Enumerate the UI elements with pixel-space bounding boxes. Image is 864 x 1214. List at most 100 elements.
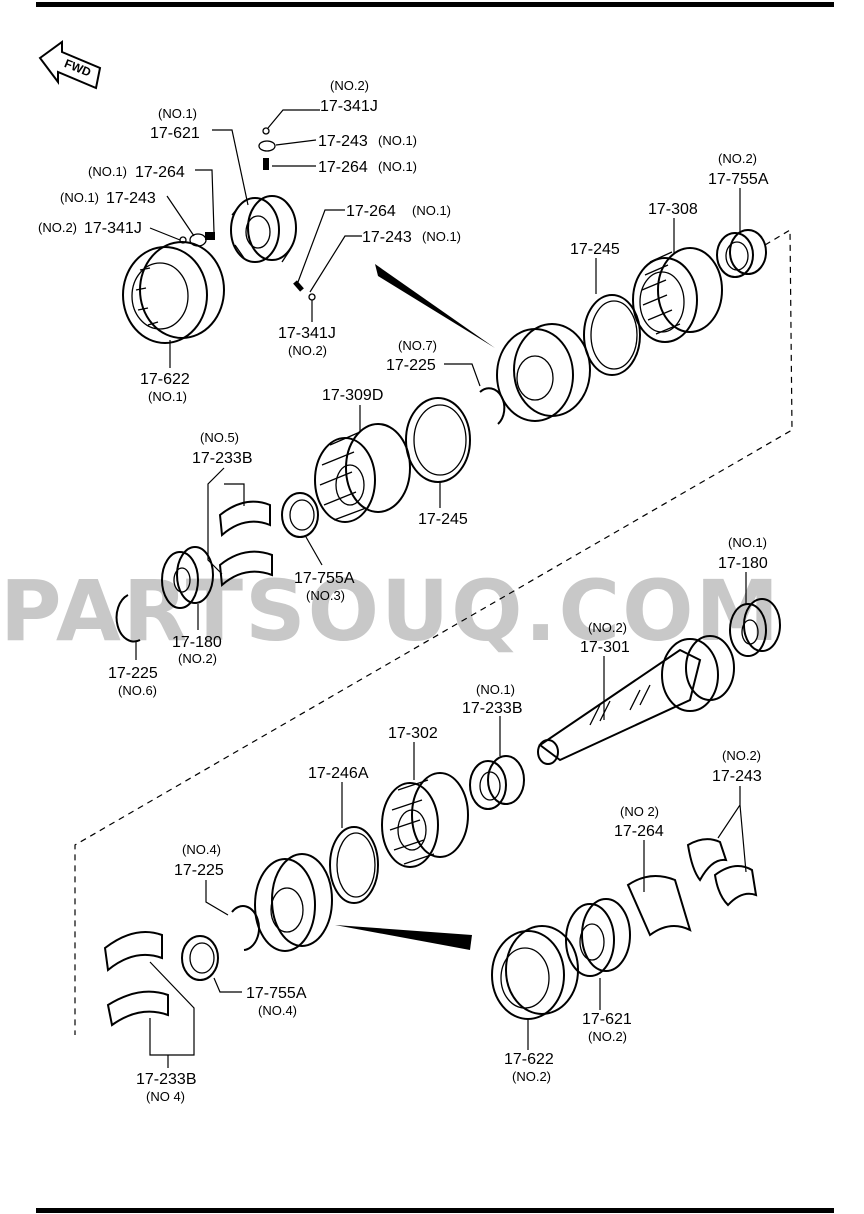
svg-text:17-225: 17-225 [174, 862, 224, 879]
fwd-arrow-icon: FWD [38, 40, 102, 90]
svg-text:17-309D: 17-309D [322, 387, 383, 404]
part-17-245-top [583, 294, 641, 376]
svg-text:(NO.1): (NO.1) [378, 159, 417, 174]
svg-text:17-264: 17-264 [346, 203, 396, 220]
svg-text:(NO.3): (NO.3) [306, 588, 345, 603]
label-17-246a: 17-246A [308, 765, 369, 782]
svg-text:17-243: 17-243 [362, 229, 412, 246]
svg-text:17-180: 17-180 [718, 555, 768, 572]
svg-text:(NO.7): (NO.7) [398, 338, 437, 353]
svg-text:17-621: 17-621 [582, 1011, 632, 1028]
part-17-233b-no1 [469, 755, 525, 810]
label-17-302: 17-302 [388, 725, 438, 742]
label-17-341j-no2-left: (NO.2) 17-341J [38, 220, 142, 237]
svg-text:17-341J: 17-341J [84, 220, 142, 237]
part-17-621-no2 [565, 898, 631, 977]
part-17-225-no7 [479, 387, 506, 425]
svg-text:(NO.2): (NO.2) [38, 220, 77, 235]
label-17-225-no6: 17-225 (NO.6) [108, 665, 158, 698]
part-17-225-no6 [115, 594, 141, 643]
svg-text:17-341J: 17-341J [278, 325, 336, 342]
part-17-302 [381, 772, 469, 868]
svg-text:17-264: 17-264 [135, 164, 185, 181]
svg-text:17-245: 17-245 [418, 511, 468, 528]
leader-lines [135, 109, 747, 1068]
part-17-309d [314, 423, 411, 523]
svg-text:(NO.6): (NO.6) [118, 683, 157, 698]
label-17-245-top: 17-245 [570, 241, 620, 258]
svg-text:17-755A: 17-755A [246, 985, 307, 1002]
label-17-243-no1-mid: 17-243 (NO.1) [362, 229, 461, 246]
wedge-arrow-top [375, 264, 495, 348]
label-17-245-mid: 17-245 [418, 511, 468, 528]
part-synchro-sleeve-mid [496, 323, 591, 422]
part-17-621-no1 [230, 195, 297, 263]
small-parts-top [179, 127, 316, 301]
label-17-341j-no2-top: (NO.2) 17-341J [320, 78, 378, 115]
part-17-225-no4 [231, 905, 260, 951]
svg-text:(NO.2): (NO.2) [588, 1029, 627, 1044]
svg-text:17-180: 17-180 [172, 634, 222, 651]
svg-text:(NO.2): (NO.2) [330, 78, 369, 93]
svg-text:(NO.2): (NO.2) [178, 651, 217, 666]
svg-text:(NO.2): (NO.2) [588, 620, 627, 635]
svg-text:(NO.1): (NO.1) [148, 389, 187, 404]
label-17-755a-no4: 17-755A (NO.4) [246, 985, 307, 1018]
svg-text:17-246A: 17-246A [308, 765, 369, 782]
label-17-621-no1: (NO.1) 17-621 [150, 106, 200, 142]
label-17-309d: 17-309D [322, 387, 383, 404]
part-17-755a-no4 [181, 935, 219, 981]
svg-text:17-341J: 17-341J [320, 98, 378, 115]
part-17-243-no2 [686, 838, 758, 907]
svg-text:17-755A: 17-755A [708, 171, 769, 188]
label-17-225-no7: (NO.7) 17-225 [386, 338, 437, 374]
svg-text:(NO.1): (NO.1) [412, 203, 451, 218]
svg-text:(NO.5): (NO.5) [200, 430, 239, 445]
part-17-246a [329, 826, 379, 904]
svg-text:17-233B: 17-233B [136, 1071, 197, 1088]
svg-text:(NO.1): (NO.1) [422, 229, 461, 244]
part-17-264-no2 [626, 875, 692, 937]
part-17-180-no2 [161, 546, 214, 609]
svg-text:17-225: 17-225 [108, 665, 158, 682]
label-17-755a-no3: 17-755A (NO.3) [294, 570, 355, 603]
svg-text:17-755A: 17-755A [294, 570, 355, 587]
bottom-border [36, 1208, 834, 1213]
label-17-243-no2: (NO.2) 17-243 [712, 748, 762, 785]
label-17-264-no1-left: (NO.1) 17-264 [88, 164, 185, 181]
part-synchro-sleeve-bottom [254, 853, 333, 952]
svg-text:17-302: 17-302 [388, 725, 438, 742]
part-17-308 [632, 247, 723, 343]
label-17-225-no4: (NO.4) 17-225 [174, 842, 224, 879]
svg-text:17-243: 17-243 [712, 768, 762, 785]
svg-text:17-243: 17-243 [318, 133, 368, 150]
svg-text:17-233B: 17-233B [462, 700, 523, 717]
part-17-245-mid [405, 397, 471, 483]
label-17-233b-no4: 17-233B (NO 4) [136, 1071, 197, 1104]
label-17-621-no2: 17-621 (NO.2) [582, 1011, 632, 1044]
svg-text:17-264: 17-264 [318, 159, 368, 176]
part-17-622-no2 [491, 925, 579, 1020]
svg-text:17-621: 17-621 [150, 125, 200, 142]
svg-text:(NO.1): (NO.1) [60, 190, 99, 205]
svg-text:17-622: 17-622 [140, 371, 190, 388]
svg-text:(NO.2): (NO.2) [722, 748, 761, 763]
svg-text:17-301: 17-301 [580, 639, 630, 656]
part-17-755a-no2 [716, 229, 767, 278]
svg-text:(NO.1): (NO.1) [476, 682, 515, 697]
label-17-341j-no2-mid: 17-341J (NO.2) [278, 325, 336, 358]
label-17-180-no2: 17-180 (NO.2) [172, 634, 222, 666]
svg-text:(NO.1): (NO.1) [378, 133, 417, 148]
part-17-180-no1 [729, 598, 781, 657]
svg-text:(NO.1): (NO.1) [158, 106, 197, 121]
label-17-755a-no2: (NO.2) 17-755A [708, 151, 769, 188]
label-17-622-no1: 17-622 (NO.1) [140, 371, 190, 404]
svg-text:(NO.1): (NO.1) [728, 535, 767, 550]
svg-text:17-225: 17-225 [386, 357, 436, 374]
label-17-308: 17-308 [648, 201, 698, 218]
svg-text:17-264: 17-264 [614, 823, 664, 840]
watermark: PARTSOUQ.COM [0, 562, 781, 660]
label-17-243-no1-top: 17-243 (NO.1) [318, 133, 417, 150]
label-17-264-no1-mid: 17-264 (NO.1) [346, 203, 451, 220]
